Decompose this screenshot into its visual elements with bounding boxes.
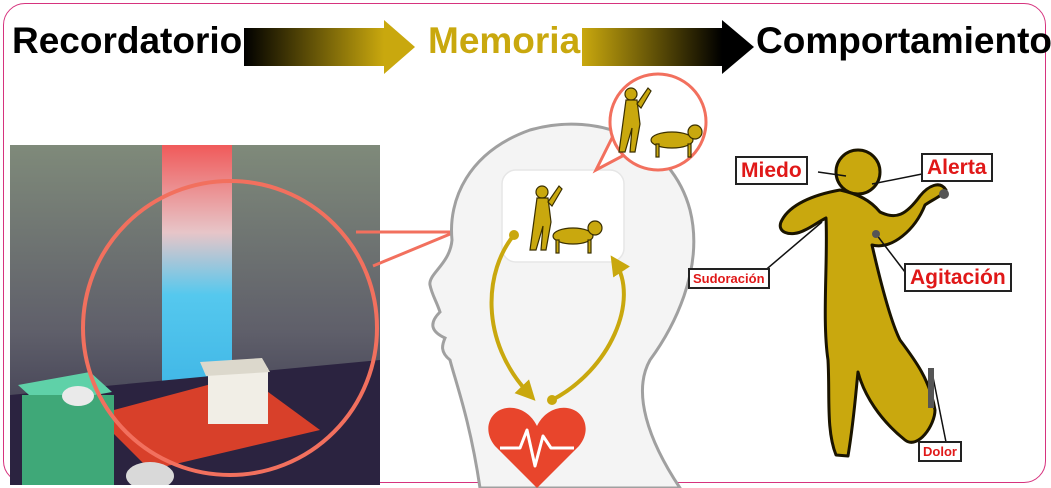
arrow-memory-to-behavior [582,20,754,74]
heading-memory: Memoria [428,22,580,59]
person-behavior-figure [780,150,946,456]
label-alert: Alerta [921,153,993,182]
label-sweating: Sudoración [688,268,770,289]
alley-photo [10,145,380,488]
heading-behavior: Comportamiento [756,22,1051,59]
arrow-reminder-to-memory [244,20,415,74]
label-fear: Miedo [735,156,808,185]
label-agitation: Agitación [904,263,1012,292]
label-pain: Dolor [918,441,962,462]
memory-card [502,170,624,262]
heading-reminder: Recordatorio [12,22,242,59]
